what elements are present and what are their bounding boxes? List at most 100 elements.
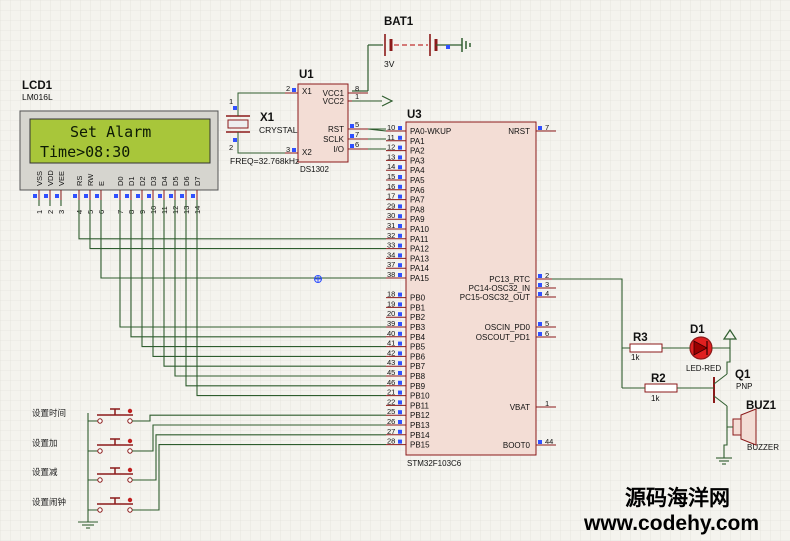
pin-marker (95, 194, 99, 198)
lcd-pin-number: 2 (46, 210, 55, 214)
rtc-ds1302[interactable]: U1 DS1302 X1 X2 2 3 VCC18VCC21RST5SCLK7I… (285, 69, 368, 174)
pin-marker (538, 332, 542, 336)
crystal-type: CRYSTAL (259, 125, 298, 135)
button-label: 设置加 (32, 438, 58, 449)
mcu-pin-number: 10 (387, 123, 395, 132)
lcd-pin-label: D5 (171, 176, 180, 186)
pin-marker (114, 194, 118, 198)
lcd-pin-label: D3 (149, 176, 158, 186)
pin-marker (398, 351, 402, 356)
switch-state-icon (127, 467, 133, 473)
pin-marker (398, 243, 402, 248)
pin-marker (398, 429, 402, 434)
buzzer-buz1[interactable]: BUZ1 BUZZER (732, 400, 779, 452)
pushbutton-4[interactable]: 设置闹钟 (32, 497, 150, 513)
lcd-pin-label: VSS (35, 171, 44, 186)
mcu-pin-name: PB2 (410, 313, 426, 322)
mcu-pin-number: 45 (387, 368, 395, 377)
svg-text:1: 1 (229, 97, 233, 106)
rtc-pin-name: RST (328, 125, 344, 134)
svg-text:R2: R2 (651, 373, 666, 385)
mcu-pin-name: PC14-OSC32_IN (469, 284, 531, 293)
mcu-pin-name: BOOT0 (503, 441, 531, 450)
mcu-pin-number: 15 (387, 172, 395, 181)
pushbutton-1[interactable]: 设置时间 (32, 408, 150, 424)
pin-marker (33, 194, 37, 198)
mcu-pin-name: PB4 (410, 333, 426, 342)
mcu-ref: U3 (407, 109, 422, 121)
svg-text:2: 2 (286, 84, 290, 93)
pin-marker (191, 194, 195, 198)
mcu-pin-name: PB3 (410, 323, 426, 332)
lcd-pin-label: D2 (138, 176, 147, 186)
battery-bat1[interactable]: BAT1 3V (367, 16, 471, 91)
mcu-pin-number: 46 (387, 378, 395, 387)
lcd-line1: Set Alarm (70, 123, 151, 141)
svg-text:BUZ1: BUZ1 (746, 400, 777, 412)
crystal-freq: FREQ=32.768kHz (230, 156, 299, 166)
mcu-pin-number: 27 (387, 427, 395, 436)
pin-marker (398, 126, 402, 130)
mcu-pin-name: PB13 (410, 421, 430, 430)
mcu-pin-number: 22 (387, 397, 395, 406)
pushbutton-3[interactable]: 设置减 (32, 467, 150, 483)
rtc-pin-number: 1 (355, 92, 359, 101)
pin-marker (398, 135, 402, 140)
watermark-line2: www.codehy.com (583, 512, 759, 535)
crystal-ref: X1 (260, 112, 275, 124)
mcu-pin-number: 19 (387, 299, 395, 308)
button-label: 设置时间 (32, 408, 66, 419)
pin-marker (398, 224, 402, 228)
pin-marker (398, 194, 402, 199)
mcu-pin-number: 21 (387, 388, 395, 397)
lcd-pin-number: 3 (57, 210, 66, 214)
mcu-pin-number: 33 (387, 241, 395, 250)
switch-state-icon (127, 438, 133, 444)
pin-marker (398, 322, 402, 326)
rtc-pin-x1: X1 (302, 87, 312, 96)
pin-marker (538, 126, 542, 130)
rtc-part: DS1302 (300, 165, 329, 174)
mcu-pin-number: 28 (387, 437, 395, 446)
lcd-screen (29, 118, 211, 164)
pin-marker (398, 233, 402, 238)
mcu-pin-number: 32 (387, 231, 395, 240)
pin-marker (398, 253, 402, 258)
mcu-pin-name: PB6 (410, 352, 426, 361)
pin-marker (398, 439, 402, 444)
mcu-pin-name: PB7 (410, 362, 426, 371)
mcu-pin-name: PA14 (410, 264, 430, 273)
mcu-pin-name: NRST (508, 127, 530, 136)
pushbutton-2[interactable]: 设置加 (32, 438, 150, 454)
mcu-pin-name: PA11 (410, 235, 429, 244)
pin-marker (398, 361, 402, 366)
mcu-pin-name: PA2 (410, 147, 425, 156)
mcu-pin-number: 1 (545, 399, 549, 408)
rtc-pin-number: 7 (355, 130, 359, 139)
battery-value: 3V (384, 59, 395, 69)
transistor-q1[interactable]: Q1 PNP (713, 369, 752, 407)
lcd-pin-label: RW (86, 173, 95, 186)
pin-marker (538, 322, 542, 326)
pin-marker (398, 263, 402, 268)
rtc-pin-name: SCLK (323, 135, 345, 144)
mcu-part: STM32F103C6 (407, 459, 462, 468)
pin-marker (398, 204, 402, 209)
lcd-pin-label: D4 (160, 176, 169, 186)
pin-marker (538, 283, 542, 287)
led-d1[interactable]: D1 LED-RED (686, 324, 721, 373)
mcu-pin-name: PA6 (410, 186, 425, 195)
pin-marker (158, 194, 162, 198)
lcd-pin-label: D0 (116, 176, 125, 186)
mcu-pin-name: PB10 (410, 392, 430, 401)
button-label: 设置闹钟 (32, 497, 66, 508)
rtc-pin-name: VCC2 (323, 97, 345, 106)
rtc-pin-number: 5 (355, 120, 359, 129)
rtc-pin-number: 6 (355, 140, 359, 149)
lcd-lm016l[interactable]: LCD1 LM016L Set Alarm Time>08:30 VSS1VDD… (19, 80, 219, 214)
pin-marker (350, 134, 354, 138)
lcd-ref: LCD1 (22, 80, 53, 92)
mcu-pin-number: 3 (545, 280, 549, 289)
watermark-line1: 源码海洋网 (625, 486, 730, 510)
